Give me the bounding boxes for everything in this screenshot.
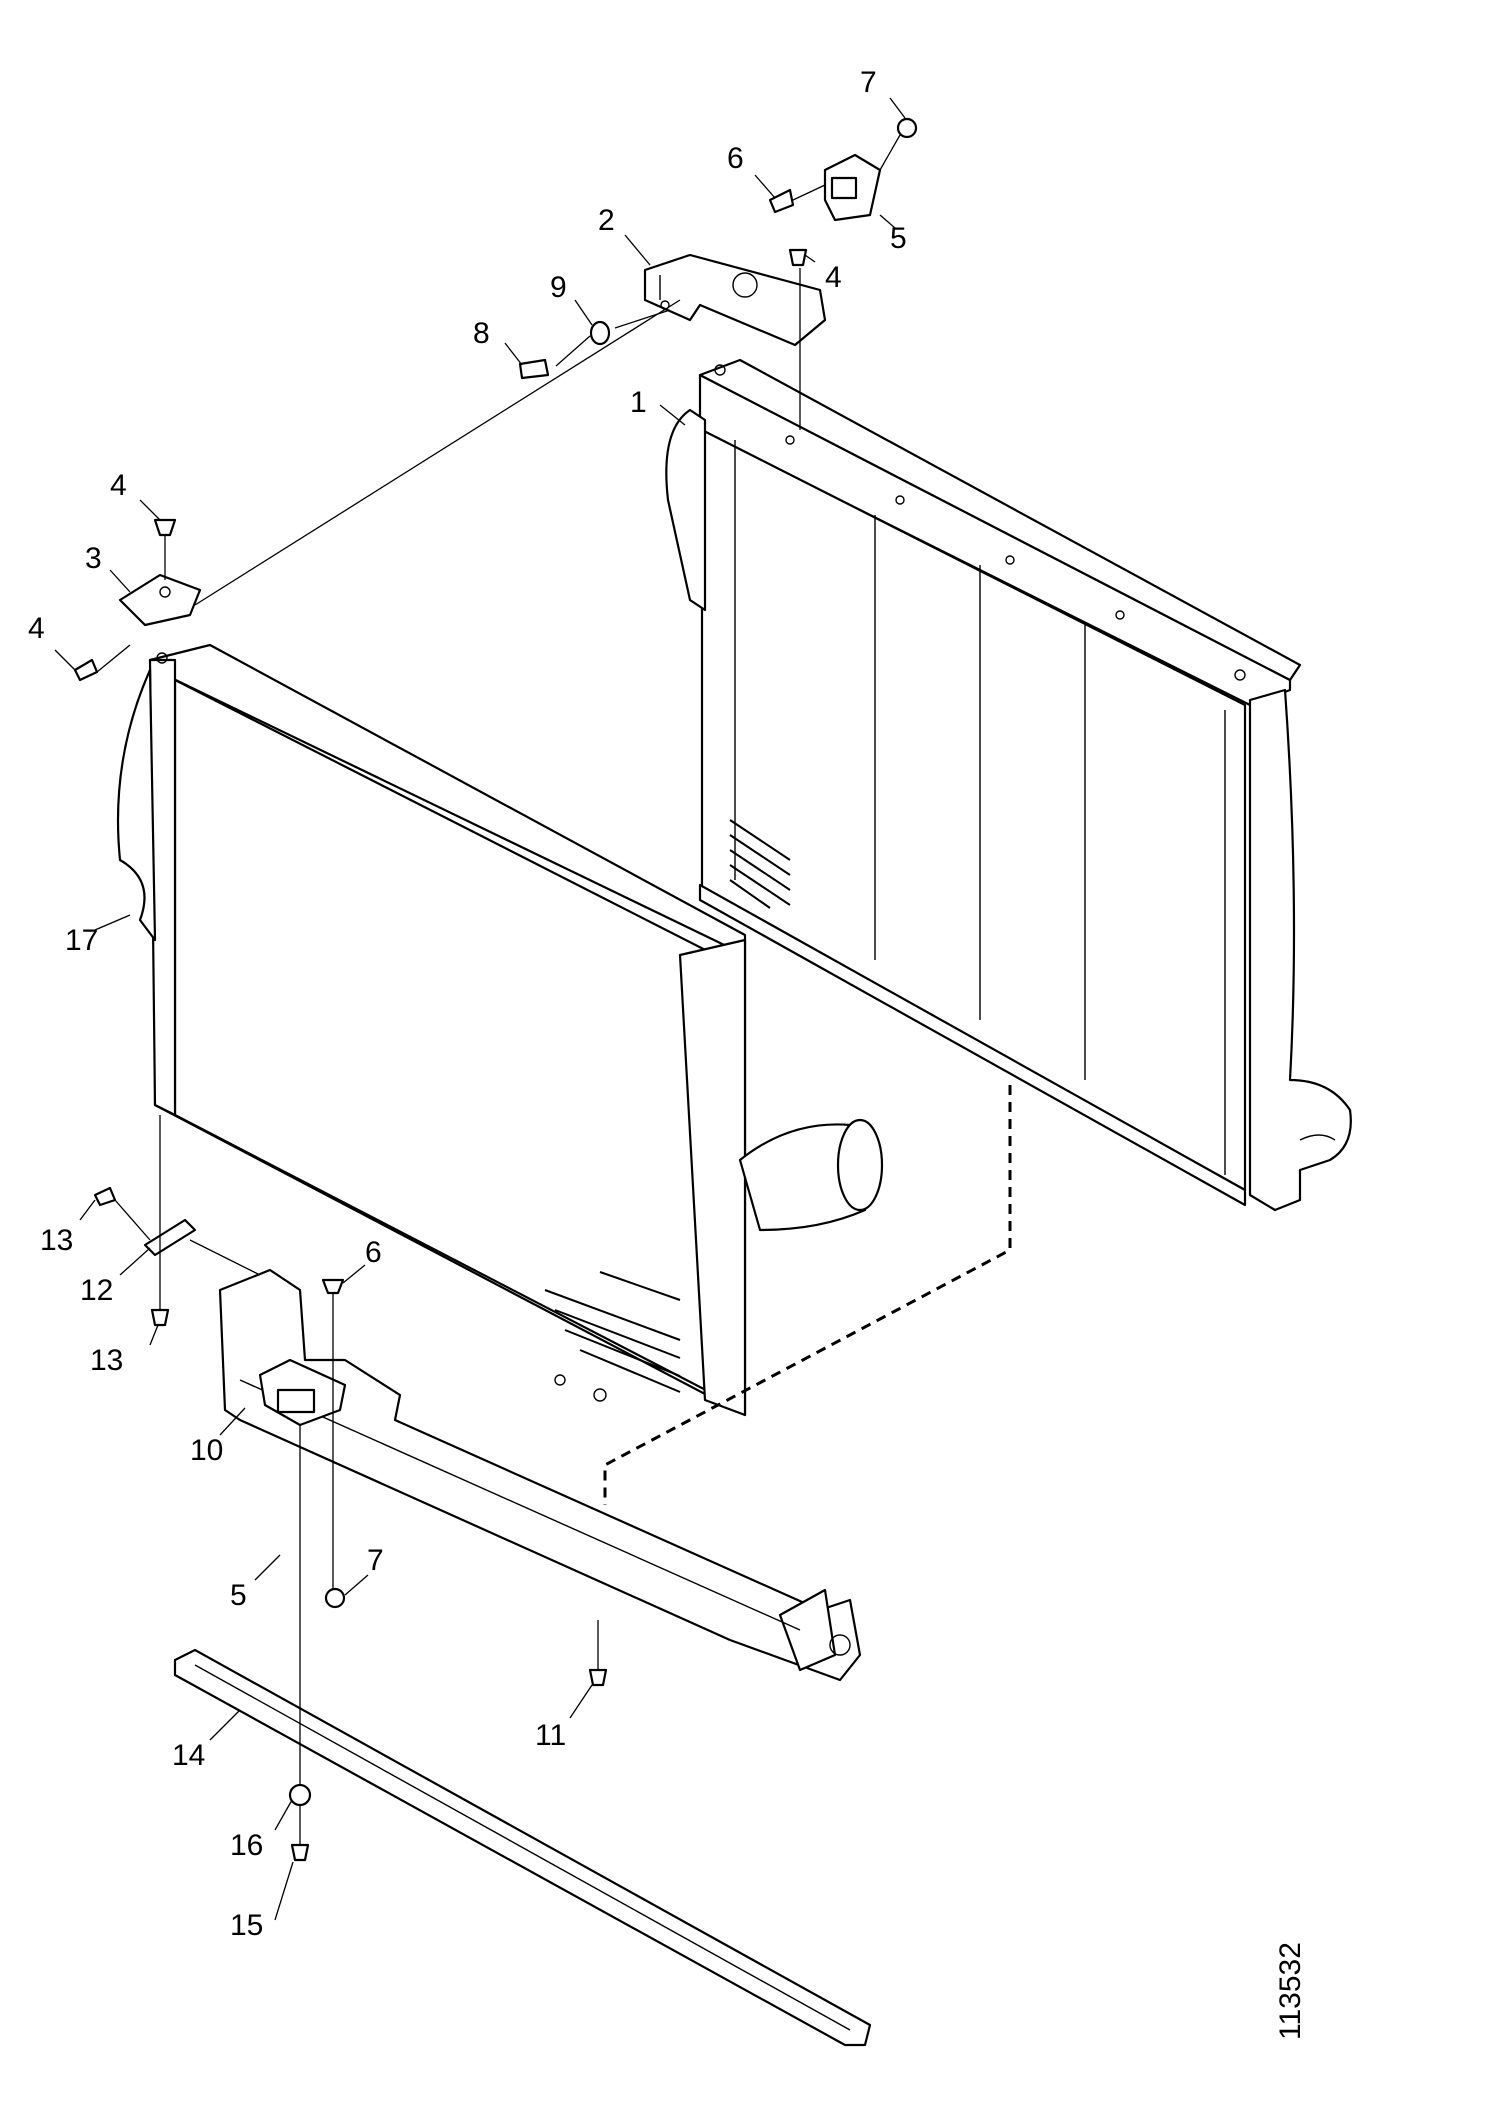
callout-5-upper: 5 — [890, 222, 907, 255]
callout-12: 12 — [80, 1274, 113, 1307]
callout-13-upper: 13 — [40, 1224, 73, 1257]
figure-number: 113532 — [1274, 1942, 1307, 2040]
callout-7-upper: 7 — [860, 66, 877, 99]
upper-bracket-part — [643, 253, 827, 347]
callout-4-left-top: 4 — [110, 469, 127, 502]
frame-slot-hatching — [729, 819, 791, 909]
bolt-8 — [518, 358, 550, 380]
washer-9 — [589, 320, 611, 346]
callout-3: 3 — [85, 542, 102, 575]
bolt-4-left — [73, 658, 99, 682]
bolt-15 — [290, 1843, 310, 1862]
callout-8: 8 — [473, 317, 490, 350]
callout-17: 17 — [65, 924, 98, 957]
callout-4-left: 4 — [28, 612, 45, 645]
callout-4-upper: 4 — [825, 261, 842, 294]
callout-5-lower: 5 — [230, 1579, 247, 1612]
callout-11: 11 — [535, 1719, 566, 1752]
upper-mount-part — [823, 153, 882, 222]
radiator-frame-part — [665, 358, 1352, 1212]
intercooler-part — [116, 643, 884, 1417]
bolt-13-upper — [93, 1186, 117, 1207]
callout-9: 9 — [550, 271, 567, 304]
dashed-alignment-line — [603, 1085, 1012, 1505]
lower-mount-part — [258, 1358, 347, 1427]
callout-10: 10 — [190, 1434, 223, 1467]
callout-6-lower: 6 — [365, 1236, 382, 1269]
callout-16: 16 — [230, 1829, 263, 1862]
bolt-13-lower — [150, 1308, 170, 1327]
left-bracket-part — [118, 573, 202, 627]
bolt-11 — [588, 1668, 608, 1687]
small-bracket-part — [143, 1218, 197, 1257]
nut-7-top — [896, 117, 918, 139]
washer-16 — [288, 1783, 312, 1807]
leader-lines — [54, 97, 906, 1921]
callout-2: 2 — [598, 204, 615, 237]
callout-14: 14 — [172, 1739, 205, 1772]
alignment-lines — [96, 134, 901, 1845]
bolt-4-upper — [788, 248, 808, 267]
callout-13-lower: 13 — [90, 1344, 123, 1377]
callout-15: 15 — [230, 1909, 263, 1942]
callout-6-upper: 6 — [727, 142, 744, 175]
lower-crossmember-part — [218, 1268, 862, 1682]
bolt-6-top — [768, 188, 795, 214]
lower-rail-part — [173, 1648, 872, 2047]
intercooler-fin-hatching — [544, 1271, 681, 1393]
nut-7-lower — [324, 1587, 346, 1609]
callout-7-lower: 7 — [367, 1544, 384, 1577]
bolt-6-lower — [321, 1278, 345, 1295]
bolt-4-left-top — [153, 518, 177, 537]
callout-1: 1 — [630, 386, 647, 419]
